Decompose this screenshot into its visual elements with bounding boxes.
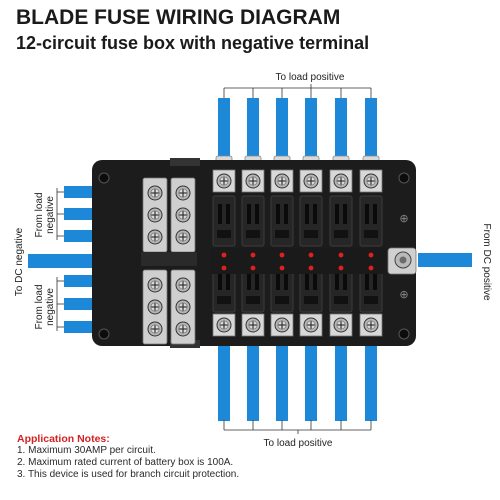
neg-bus-upper-b-screw-3 (175, 229, 191, 245)
top-load-label: To load positive (276, 72, 345, 83)
top-wire-3 (276, 98, 288, 160)
note-item-1: 1. Maximum 30AMP per circuit. (17, 445, 156, 456)
bottom-wire-1 (218, 343, 230, 421)
upper-fuse-slot-5 (329, 195, 353, 247)
top-wire-5 (335, 98, 347, 160)
dc-negative-label: To DC negative (14, 227, 25, 296)
note-item-2: 2. Maximum rated current of battery box … (17, 457, 234, 468)
top-wire-6 (365, 98, 377, 160)
neg-bus-upper-b-screw-1 (175, 185, 191, 201)
led-upper-6 (368, 252, 374, 258)
led-lower-1 (221, 265, 227, 271)
mounting-hole-2 (398, 328, 410, 340)
neg-bus-upper-b-screw-2 (175, 207, 191, 223)
led-lower-2 (250, 265, 256, 271)
bottom-screw-3 (274, 317, 290, 333)
dc-positive-label: From DC positive (481, 223, 492, 301)
top-screw-1 (216, 173, 232, 189)
fuse-box-notch-top (170, 158, 200, 166)
upper-fuse-slot-2 (241, 195, 265, 247)
led-lower-5 (338, 265, 344, 271)
neg-bus-upper-a-screw-2 (147, 207, 163, 223)
led-lower-3 (279, 265, 285, 271)
dc-positive-wire (418, 253, 472, 267)
top-screw-4 (303, 173, 319, 189)
upper-fuse-slot-1 (212, 195, 236, 247)
plus-symbol: ⊕ (399, 212, 408, 225)
top-screw-3 (274, 173, 290, 189)
bottom-wire-4 (305, 343, 317, 421)
led-strip (210, 248, 386, 274)
top-wire-2 (247, 98, 259, 160)
upper-fuse-slot-3 (270, 195, 294, 247)
from-load-upper-line1: From load (34, 192, 45, 237)
led-upper-1 (221, 252, 227, 258)
mounting-hole-3 (98, 172, 110, 184)
bottom-screw-5 (333, 317, 349, 333)
bottom-screw-2 (245, 317, 261, 333)
bottom-load-label: To load positive (264, 438, 333, 449)
led-upper-2 (250, 252, 256, 258)
neg-bus-lower-a-screw-2 (147, 299, 163, 315)
bottom-wire-6 (365, 343, 377, 421)
note-item-3: 3. This device is used for branch circui… (17, 469, 240, 480)
plus-symbol-lower: ⊕ (399, 288, 408, 301)
neg-bus-lower-a-screw-1 (147, 277, 163, 293)
notes-heading: Application Notes: (17, 433, 110, 445)
from-load-lower-line1: From load (34, 284, 45, 329)
mounting-hole-1 (398, 172, 410, 184)
mounting-hole-4 (98, 328, 110, 340)
neg-bus-lower-b-screw-3 (175, 321, 191, 337)
upper-fuse-slot-6 (359, 195, 383, 247)
top-wire-4 (305, 98, 317, 160)
top-wire-1 (218, 98, 230, 160)
led-upper-4 (308, 252, 314, 258)
application-notes: Application Notes: 1. Maximum 30AMP per … (17, 433, 239, 481)
positive-stud-center (399, 256, 407, 264)
bottom-wire-5 (335, 343, 347, 421)
bottom-wire-3 (276, 343, 288, 421)
bottom-wire-2 (247, 343, 259, 421)
lower-fuse-slot-4 (299, 261, 323, 313)
bottom-screw-6 (363, 317, 379, 333)
page-title: BLADE FUSE WIRING DIAGRAM (16, 6, 341, 29)
lower-fuse-slot-3 (270, 261, 294, 313)
bottom-screw-4 (303, 317, 319, 333)
top-screw-2 (245, 173, 261, 189)
bottom-screw-1 (216, 317, 232, 333)
led-upper-5 (338, 252, 344, 258)
neg-bus-upper-a-screw-3 (147, 229, 163, 245)
neg-bus-lower-b-screw-1 (175, 277, 191, 293)
neg-bus-lower-a-screw-3 (147, 321, 163, 337)
led-upper-3 (279, 252, 285, 258)
neg-bus-lower-b-screw-2 (175, 299, 191, 315)
lower-fuse-slot-1 (212, 261, 236, 313)
top-screw-5 (333, 173, 349, 189)
fuse-box-layer: ⊕⊕ (92, 158, 417, 348)
dc-negative-wire (28, 254, 102, 268)
from-load-lower-line2: negative (45, 288, 56, 326)
upper-fuse-slot-4 (299, 195, 323, 247)
from-load-upper-line2: negative (45, 196, 56, 234)
neg-bus-divider (141, 252, 197, 266)
led-lower-4 (308, 265, 314, 271)
led-lower-6 (368, 265, 374, 271)
page-subtitle: 12-circuit fuse box with negative termin… (16, 33, 370, 53)
lower-fuse-slot-5 (329, 261, 353, 313)
top-screw-6 (363, 173, 379, 189)
neg-bus-upper-a-screw-1 (147, 185, 163, 201)
